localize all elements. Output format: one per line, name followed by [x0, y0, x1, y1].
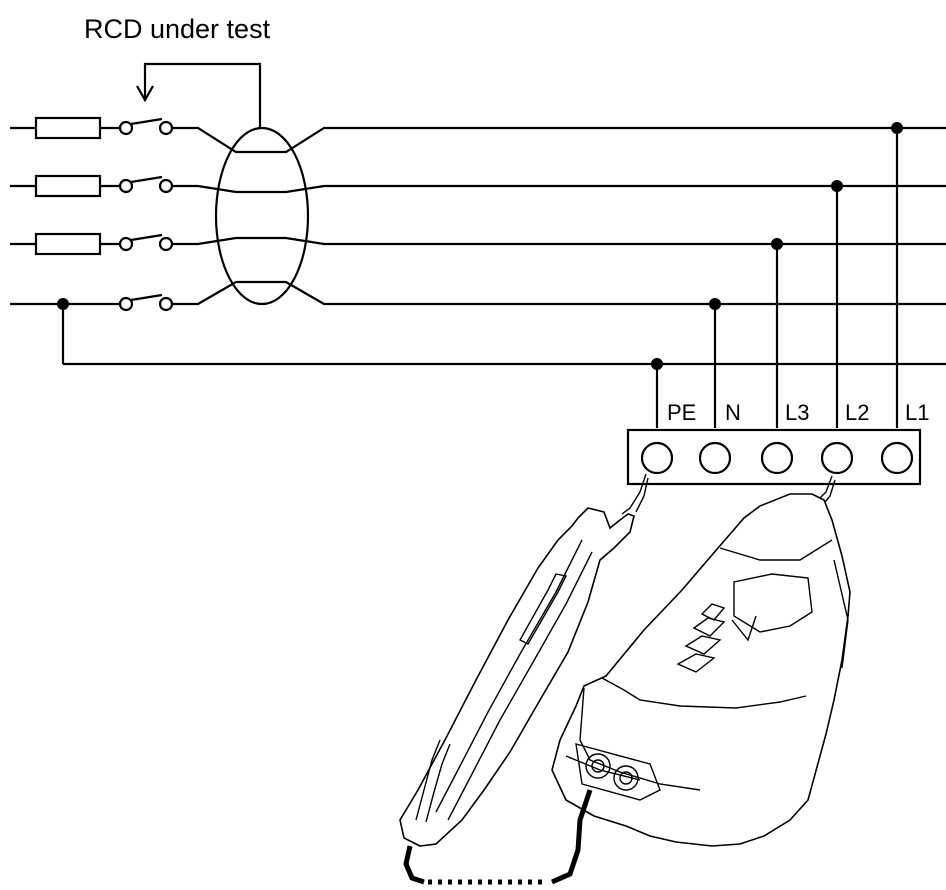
terminal-label-l2: L2	[845, 400, 869, 425]
switch-contact-2	[118, 175, 174, 194]
probe-tip-left	[621, 473, 649, 515]
test-arrow	[136, 62, 262, 128]
rcd-conductors	[172, 126, 946, 306]
socket-l1[interactable]	[880, 441, 914, 475]
fuse-l2	[34, 174, 102, 198]
probe-cable	[403, 789, 593, 885]
junction-dot	[57, 298, 69, 310]
tester-indicator	[731, 615, 757, 642]
tester-button-2[interactable]	[692, 617, 726, 637]
rcd-core	[214, 126, 310, 306]
tester-button-4[interactable]	[676, 653, 716, 673]
terminal-label-n: N	[725, 400, 741, 425]
fuse-l3	[34, 232, 102, 256]
socket-pe[interactable]	[640, 441, 674, 475]
terminal-block	[626, 428, 922, 486]
terminal-label-pe: PE	[667, 400, 696, 425]
diagram-title: RCD under test	[84, 14, 271, 44]
tester-display	[733, 573, 813, 633]
switch-contact-3	[118, 233, 174, 252]
tester-button-3[interactable]	[684, 635, 722, 655]
tester-connector	[575, 743, 661, 801]
terminal-label-l3: L3	[785, 400, 809, 425]
switch-contact-n	[118, 293, 174, 312]
socket-l3[interactable]	[760, 441, 794, 475]
terminal-label-l1: L1	[905, 400, 929, 425]
socket-n[interactable]	[698, 441, 732, 475]
supply-wires-left	[10, 126, 120, 306]
fuse-l1	[34, 116, 102, 140]
socket-l2[interactable]	[820, 441, 854, 475]
terminal-drops	[651, 122, 903, 428]
test-probe	[399, 507, 635, 847]
switch-contact-1	[118, 117, 174, 136]
tester-instrument	[551, 493, 851, 847]
pe-conductor	[57, 298, 946, 366]
terminal-labels: PE N L3 L2 L1	[667, 400, 929, 425]
